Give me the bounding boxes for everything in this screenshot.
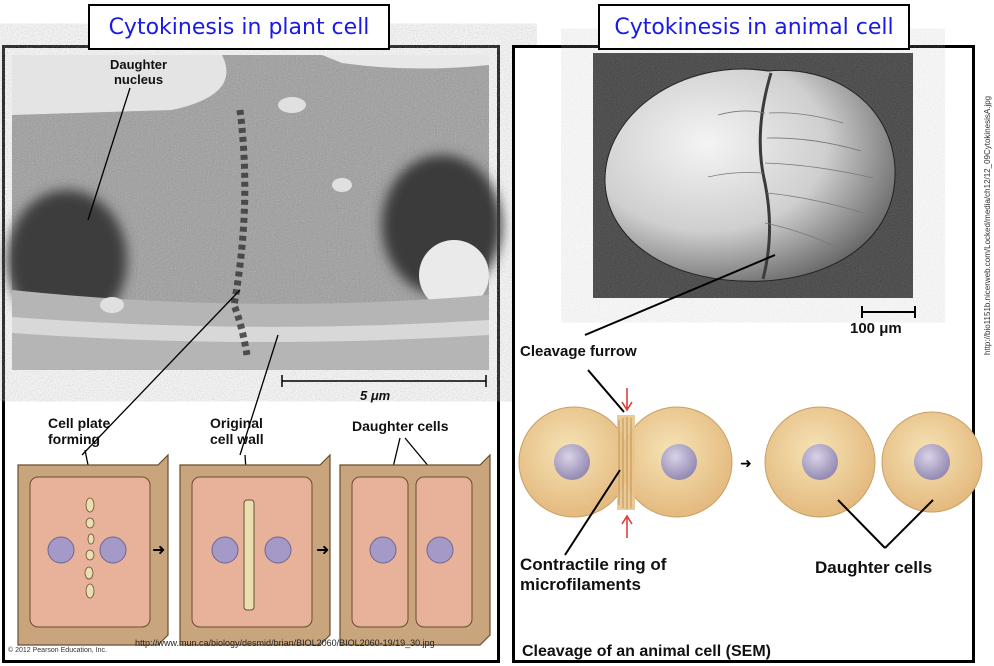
animal-vertical-url[interactable]: http://bio1151b.nicerweb.com/Locked/medi… xyxy=(983,95,992,355)
cell-plate-label: Cell plate forming xyxy=(48,415,111,448)
plant-cell-3 xyxy=(339,453,491,646)
cleavage-furrow-label: Cleavage furrow xyxy=(520,343,637,360)
dividing-cell xyxy=(518,388,733,538)
plant-arrow-1: ➜ xyxy=(152,542,165,559)
daughter-nucleus-label: Daughter nucleus xyxy=(110,57,168,87)
animal-arrow: ➜ xyxy=(740,455,752,471)
plant-micrograph xyxy=(7,55,502,370)
animal-scale-text: 100 μm xyxy=(850,320,902,337)
animal-sem-image xyxy=(593,53,913,298)
animal-daughter-cells xyxy=(764,406,983,518)
plant-arrow-2: ➜ xyxy=(316,542,329,559)
micrograph-scale-text: 5 μm xyxy=(360,388,391,403)
plant-cell-2 xyxy=(179,453,331,646)
animal-title: Cytokinesis in animal cell xyxy=(598,4,910,50)
animal-caption: Cleavage of an animal cell (SEM) xyxy=(522,643,771,660)
plant-title: Cytokinesis in plant cell xyxy=(88,4,390,50)
contractile-ring-label: Contractile ring of microfilaments xyxy=(520,555,667,594)
plant-cell-1 xyxy=(17,453,169,646)
plant-daughter-label: Daughter cells xyxy=(352,418,449,434)
plant-cell-diagram: ➜ ➜ xyxy=(17,453,491,646)
copyright-text: © 2012 Pearson Education, Inc. xyxy=(8,647,107,654)
animal-cell-diagram: ➜ xyxy=(518,388,983,538)
animal-daughter-label: Daughter cells xyxy=(815,558,933,577)
plant-source-url[interactable]: http://www.mun.ca/biology/desmid/brian/B… xyxy=(135,638,435,648)
